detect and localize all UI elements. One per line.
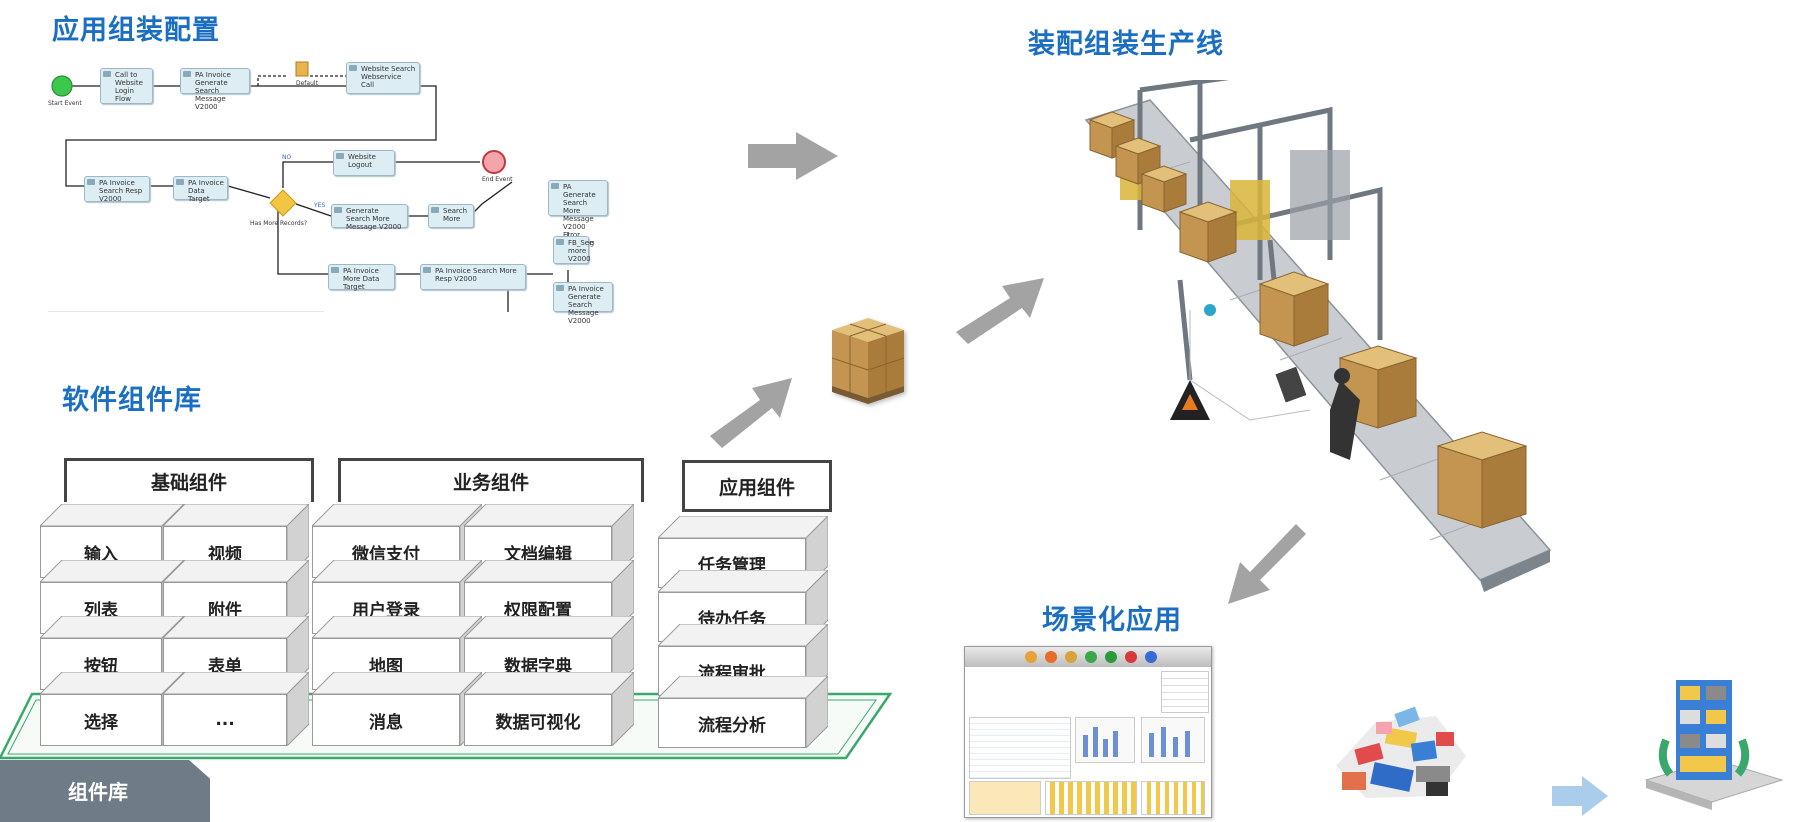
- title-component-library: 软件组件库: [62, 385, 202, 416]
- yes-label: YES: [314, 202, 326, 209]
- cube-top-face: [658, 624, 828, 647]
- component-cube-application: 流程分析: [658, 676, 828, 748]
- cube-side-face: [286, 672, 309, 746]
- component-label: ...: [163, 694, 287, 746]
- library-tab: [0, 760, 210, 822]
- cube-side-face: [611, 672, 634, 746]
- component-cube-basic: ...: [163, 672, 309, 746]
- default-label: Default: [296, 80, 318, 87]
- app-screenshot: [964, 646, 1212, 818]
- cube-top-face: [464, 672, 634, 695]
- lego-building: [1644, 680, 1784, 810]
- arrow-up-right-2: [956, 278, 1044, 344]
- cube-top-face: [312, 504, 482, 527]
- end-event-label: End Event: [482, 176, 513, 183]
- cube-top-face: [464, 560, 634, 583]
- has-more-label: Has More Records?: [250, 220, 308, 227]
- basic-components-header: 基础组件: [64, 458, 314, 502]
- no-label: NO: [282, 154, 292, 161]
- business-components-header: 业务组件: [338, 458, 644, 502]
- cube-top-face: [658, 516, 828, 539]
- title-assembly-config: 应用组装配置: [52, 15, 220, 46]
- task-pa-invoice-more: PA Invoice More Data Target: [328, 264, 395, 291]
- cube-top-face: [312, 672, 482, 695]
- task-invoice-search-resp: PA Invoice Search Resp V2000: [84, 176, 150, 203]
- cube-top-face: [658, 570, 828, 593]
- cube-top-face: [464, 504, 634, 527]
- task-fb-see: FB_See more V2000: [553, 236, 593, 264]
- cube-top-face: [163, 672, 309, 695]
- component-label: 数据可视化: [464, 694, 612, 746]
- title-scenario-app: 场景化应用: [1042, 605, 1182, 636]
- component-cube-business: 数据可视化: [464, 672, 634, 746]
- cube-faces: [163, 672, 309, 746]
- component-label: 消息: [312, 694, 460, 746]
- arrow-small-right: [1552, 776, 1608, 816]
- cube-top-face: [312, 616, 482, 639]
- component-label: 选择: [40, 694, 162, 746]
- arrow-down-left: [1228, 524, 1306, 604]
- task-pa-generate-more: PA Generate Search More Message V2000 Er…: [548, 180, 608, 247]
- cube-faces: [464, 672, 634, 746]
- pallet-box: [831, 318, 905, 404]
- arrow-up-right-1: [710, 378, 792, 448]
- title-production-line: 装配组装生产线: [1028, 29, 1224, 60]
- task-pa-invoice-search-more: PA Invoice Search More Resp V2000: [420, 264, 526, 290]
- task-invoice-data: PA Invoice Data Target: [173, 176, 228, 203]
- component-cube-business: 消息: [312, 672, 482, 746]
- task-generate-search: PA Invoice Generate Search Message V2000: [180, 68, 250, 111]
- application-components-header: 应用组件: [682, 460, 832, 512]
- cube-top-face: [163, 560, 309, 583]
- task-generate-more: Generate Search More Message V2000: [331, 204, 408, 231]
- cube-faces: [658, 676, 828, 748]
- arrow-right: [748, 132, 838, 180]
- lego-pile: [1336, 706, 1466, 798]
- component-label: 流程分析: [658, 698, 806, 748]
- library-label: 组件库: [68, 780, 128, 804]
- task-pa-invoice-gen: PA Invoice Generate Search Message V2000: [553, 282, 613, 325]
- component-cube-basic: 列表: [40, 560, 184, 634]
- production-line-illustration: [1084, 80, 1552, 592]
- cube-top-face: [163, 616, 309, 639]
- task-website-search: Website Search Webservice Call: [346, 62, 420, 94]
- cube-top-face: [658, 676, 828, 699]
- cube-top-face: [163, 504, 309, 527]
- start-event-label: Start Event: [48, 100, 82, 107]
- task-call-login: Call to Website Login Flow: [100, 68, 153, 104]
- cube-side-face: [805, 676, 828, 748]
- cube-top-face: [312, 560, 482, 583]
- cube-top-face: [464, 616, 634, 639]
- bpmn-connectors: [48, 61, 596, 312]
- bpmn-diagram: Start Event End Event Has More Records? …: [48, 58, 618, 325]
- task-search-more: Search More: [428, 204, 474, 228]
- task-website-logout: Website Logout: [333, 150, 395, 176]
